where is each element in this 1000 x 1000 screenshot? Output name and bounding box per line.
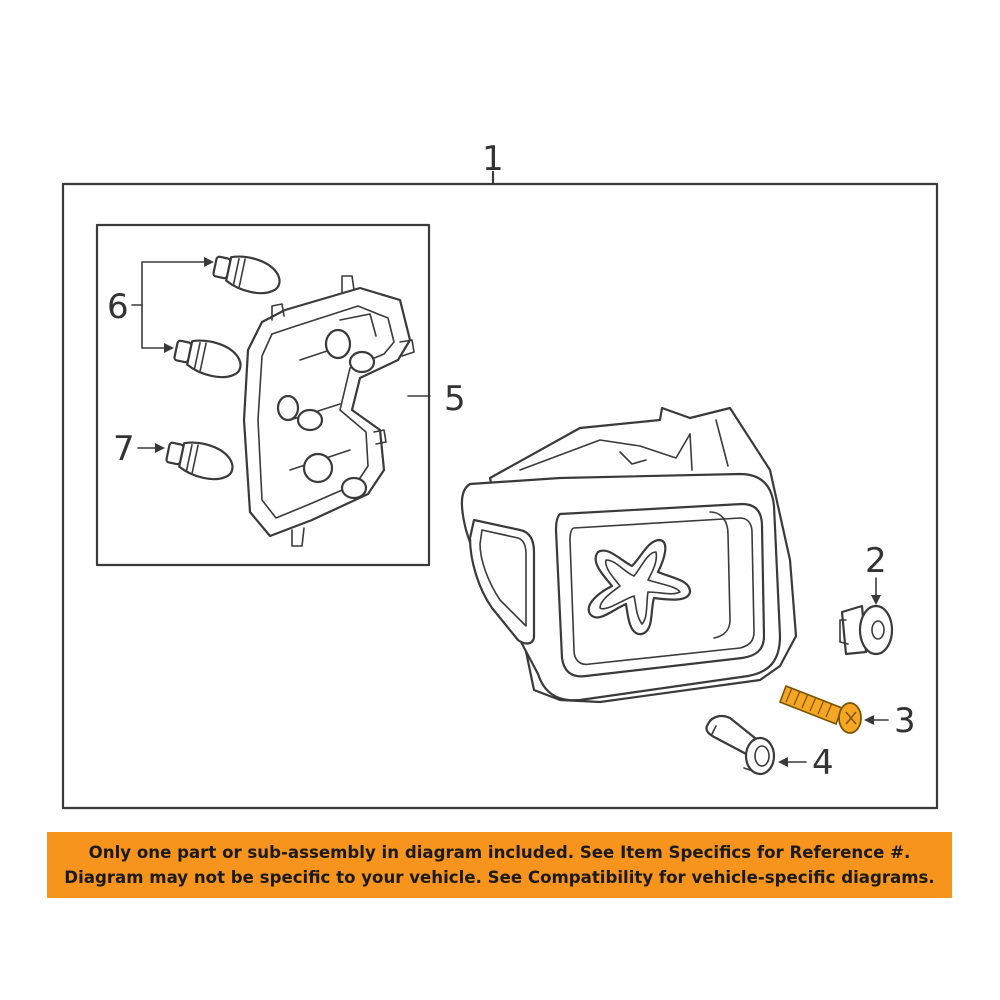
bulb-6-lower-icon bbox=[173, 339, 242, 379]
disclaimer-line-1: Only one part or sub-assembly in diagram… bbox=[88, 843, 911, 862]
callout-2-arrow bbox=[871, 577, 881, 605]
tail-lamp-housing-icon bbox=[460, 406, 798, 704]
assembly-frame bbox=[61, 182, 939, 810]
socket-panel-icon bbox=[242, 275, 415, 547]
bulb-6-upper-icon bbox=[212, 255, 281, 295]
callout-7-label: 7 bbox=[113, 429, 135, 469]
callout-4-arrow bbox=[778, 757, 807, 767]
screw-highlighted-icon bbox=[778, 684, 862, 734]
callout-7-arrow bbox=[137, 443, 165, 453]
callout-4-label: 4 bbox=[812, 743, 834, 783]
callout-3-arrow bbox=[864, 715, 889, 725]
disclaimer-line-2: Diagram may not be specific to your vehi… bbox=[64, 868, 935, 887]
grommet-icon bbox=[839, 604, 894, 656]
callout-6-label: 6 bbox=[107, 287, 129, 327]
bulb-7-icon bbox=[165, 441, 234, 481]
callout-2-label: 2 bbox=[865, 541, 887, 581]
bolt-icon bbox=[705, 714, 776, 776]
sub-assembly-frame bbox=[95, 223, 431, 567]
disclaimer-banner: Only one part or sub-assembly in diagram… bbox=[47, 832, 952, 898]
callout-3-label: 3 bbox=[894, 701, 916, 741]
callout-5-label: 5 bbox=[444, 379, 466, 419]
callout-6-bracket bbox=[131, 257, 214, 353]
callout-1-label: 1 bbox=[482, 139, 504, 179]
